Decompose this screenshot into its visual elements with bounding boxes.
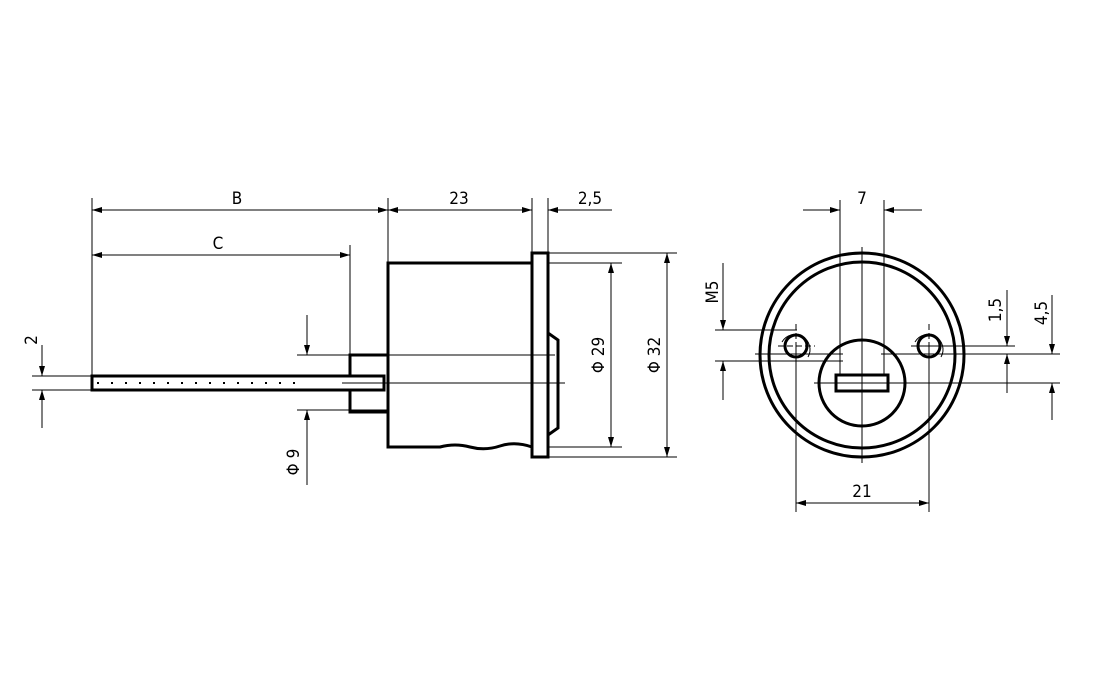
side-view: B C 23 2,5 2 Φ 9 Φ 29 Φ 32 bbox=[22, 189, 677, 485]
label-M5: M5 bbox=[703, 281, 723, 304]
label-4-5: 4,5 bbox=[1032, 301, 1052, 325]
label-2-5: 2,5 bbox=[578, 189, 602, 209]
label-phi9: Φ 9 bbox=[284, 449, 304, 476]
label-23: 23 bbox=[449, 189, 468, 209]
key-blade bbox=[90, 374, 386, 392]
label-2: 2 bbox=[22, 335, 42, 345]
label-21: 21 bbox=[852, 482, 871, 502]
label-C: C bbox=[213, 234, 224, 254]
label-7: 7 bbox=[857, 189, 867, 209]
label-B: B bbox=[232, 189, 243, 209]
front-boss bbox=[547, 331, 560, 437]
label-phi29: Φ 29 bbox=[589, 337, 609, 373]
label-phi32: Φ 32 bbox=[645, 337, 665, 373]
cylinder-body bbox=[386, 261, 533, 451]
label-1-5: 1,5 bbox=[986, 298, 1006, 322]
front-view: 7 M5 1,5 4,5 21 bbox=[703, 189, 1060, 512]
